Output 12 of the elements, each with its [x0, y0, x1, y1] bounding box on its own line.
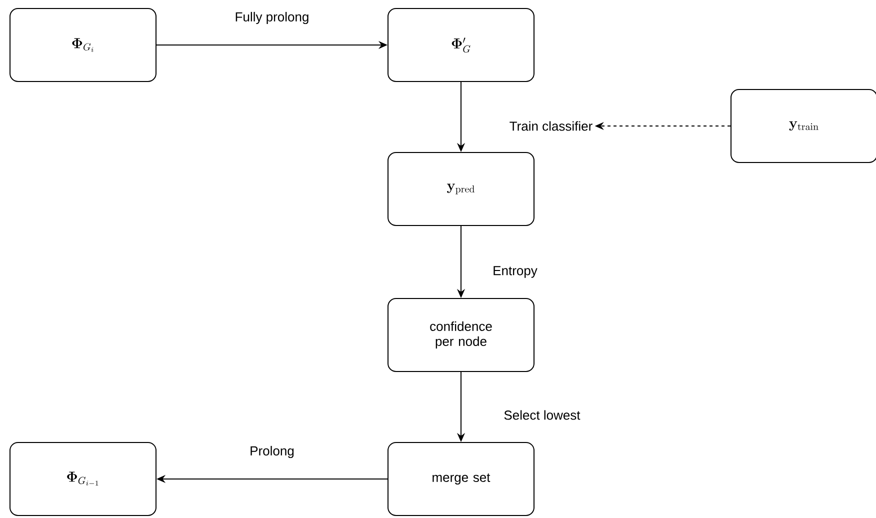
process-box: $\mathbf{y}_{\mathrm{pred}}$ — [388, 152, 534, 226]
process-box: $\mathbf{\Phi}'_{G}$ — [388, 8, 534, 82]
edge-label: Entropy — [494, 266, 538, 278]
edge-label: Fully prolong — [236, 12, 308, 24]
process-box: $\mathbf{\Phi}_{G_{i-1}}$ — [10, 442, 156, 516]
process-box: merge set — [388, 442, 534, 516]
edge-target-text: Train classifier — [510, 121, 592, 131]
edge-label: Prolong — [250, 446, 294, 458]
process-box: $\mathbf{y}_{\mathrm{train}}$ — [730, 89, 876, 163]
edge-label: Select lowest — [504, 410, 580, 420]
process-box: confidence per node — [388, 298, 534, 372]
process-box: $\mathbf{\Phi}_{G_i}$ — [10, 8, 156, 82]
